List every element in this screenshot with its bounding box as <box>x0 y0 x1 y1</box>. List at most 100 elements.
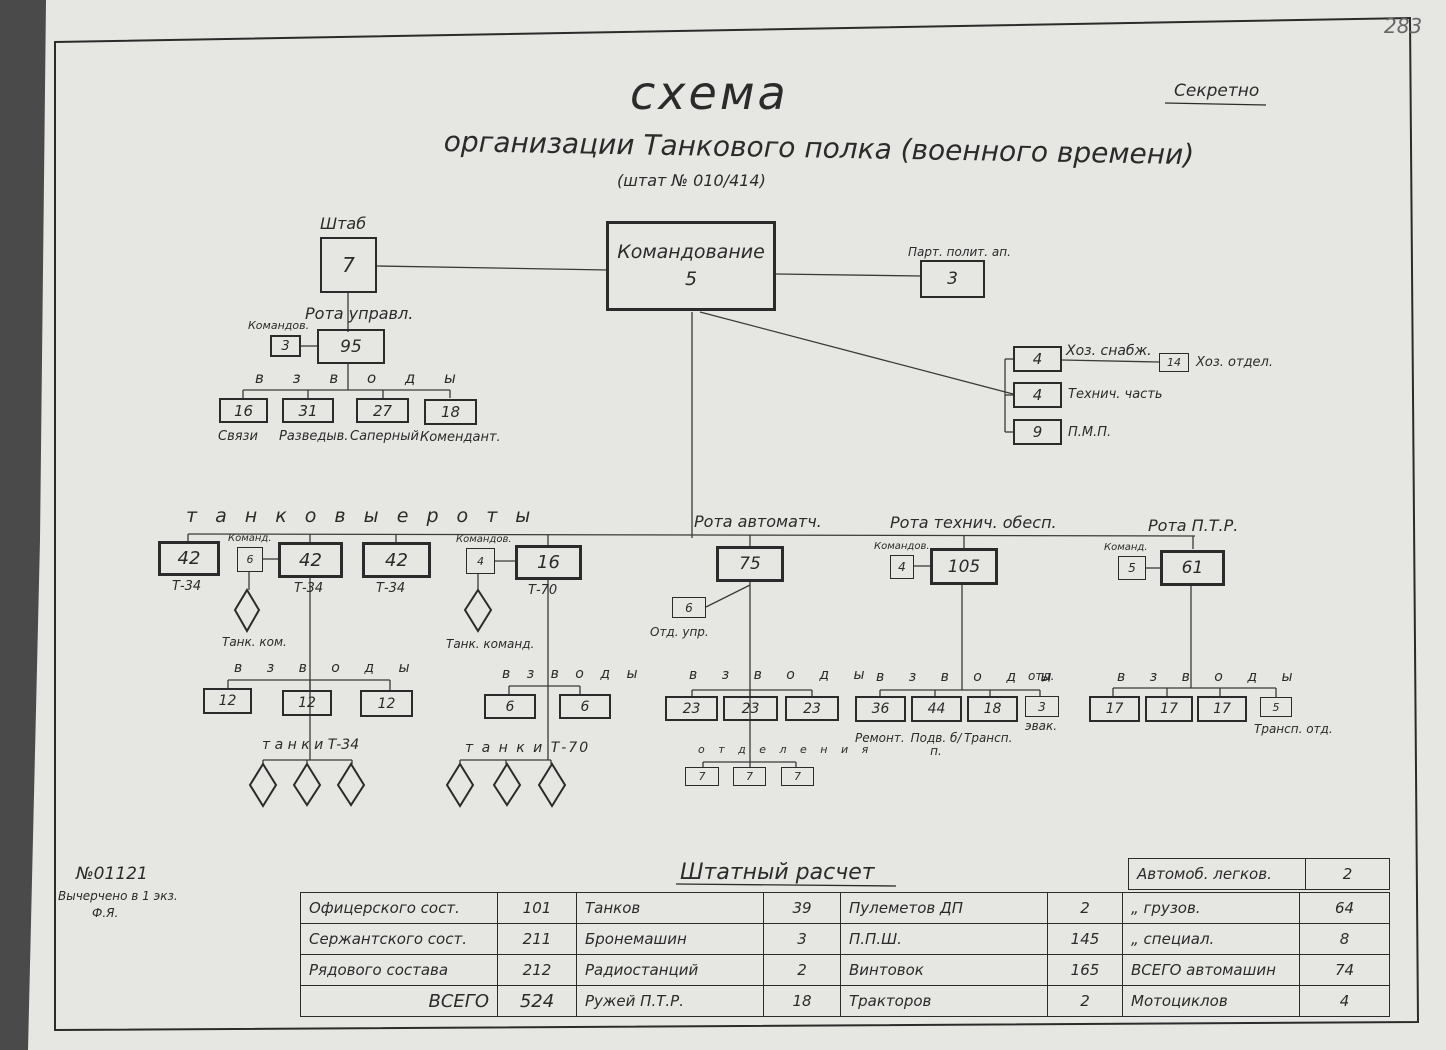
hq-platoon-box: 16 <box>219 398 268 423</box>
table-cell: 18 <box>763 985 841 1017</box>
table-cell: Пулеметов ДП <box>840 892 1048 924</box>
smg-platoon-box: 23 <box>723 696 778 721</box>
at-cmd-box: 5 <box>1118 556 1146 580</box>
party-label: Парт. полит. ап. <box>908 245 1011 259</box>
tank-company-type: Т-34 <box>172 579 202 594</box>
t70-cmd-tank-label: Танк. команд. <box>446 637 535 651</box>
tank-diamond <box>463 588 493 633</box>
t70-platoons-label: в з в о д ы <box>502 666 644 682</box>
t34-platoon-box: 12 <box>282 690 332 716</box>
table-cell: Сержантского сост. <box>300 923 498 955</box>
smg-platoon-box: 23 <box>665 696 718 721</box>
table-cell: 74 <box>1299 954 1390 986</box>
smg-squad-box: 7 <box>685 767 719 786</box>
staff-label: Штаб <box>320 214 367 233</box>
t34-platoon-box: 12 <box>360 690 413 717</box>
tank-diamond <box>492 762 522 807</box>
hq-platoon-label: Разведыв. <box>279 429 349 444</box>
smg-company-box: 75 <box>716 546 784 582</box>
tech-cmd-box: 4 <box>890 555 914 579</box>
tech-cmd-label: Командов. <box>874 541 930 552</box>
table-cell: Бронемашин <box>576 923 764 955</box>
tank-diamond <box>336 762 366 807</box>
t70-platoon-box: 6 <box>559 694 611 719</box>
table-cell: Ружей П.Т.Р. <box>576 985 764 1017</box>
t70-platoon-box: 6 <box>484 694 536 719</box>
table-row: Сержантского сост. 211 Бронемашин 3 П.П.… <box>300 923 1390 955</box>
staffing-table: Офицерского сост. 101 Танков 39 Пулемето… <box>300 892 1390 1017</box>
tech-sub-label: Ремонт. <box>855 731 905 745</box>
at-platoons-label: в з в о д ы <box>1117 669 1303 685</box>
tank-company-type: Т-34 <box>294 581 324 596</box>
at-trans-box: 5 <box>1260 697 1292 717</box>
hq-cmd-label: Командов. <box>248 319 310 332</box>
command-box: Командование 5 <box>606 221 776 311</box>
hq-platoons-label: в з в о д ы <box>255 369 468 387</box>
table-cell: Офицерского сост. <box>300 892 498 924</box>
command-value: 5 <box>684 268 698 290</box>
tank-cmd-tank-label: Танк. ком. <box>222 635 287 649</box>
t70-cmd-label: Командов. <box>456 534 512 545</box>
tech-platoon-box: 3 <box>1025 696 1059 717</box>
table-cell: 165 <box>1047 954 1123 986</box>
table-row: Рядового состава 212 Радиостанций 2 Винт… <box>300 954 1390 986</box>
table-cell: 2 <box>1047 985 1123 1017</box>
page-number: 283 <box>1384 14 1423 38</box>
hq-cmd-box: 3 <box>270 335 301 357</box>
table-cell: 2 <box>1305 858 1390 890</box>
party-box: 3 <box>920 260 985 298</box>
service-label: Хоз. снабж. <box>1066 343 1152 359</box>
table-cell: „ грузов. <box>1122 892 1300 924</box>
service-label: Технич. часть <box>1068 387 1163 402</box>
table-cell: 64 <box>1299 892 1390 924</box>
table-cell: 3 <box>763 923 841 955</box>
table-cell: Тракторов <box>840 985 1048 1017</box>
tank-company-box: 42 <box>158 541 220 576</box>
tank-diamond <box>445 762 475 808</box>
archive-note: Вычерчено в 1 экз. <box>58 889 178 903</box>
tank-cmd-box: 6 <box>237 547 263 572</box>
table-cell: 8 <box>1299 923 1390 955</box>
t34-platoon-box: 12 <box>203 688 252 714</box>
smg-squads-label: о т д е л е н и я <box>698 743 874 756</box>
table-row: Офицерского сост. 101 Танков 39 Пулемето… <box>300 892 1390 924</box>
tank-company-box: 42 <box>362 542 431 578</box>
tank-company-type: Т-34 <box>376 581 406 596</box>
supply-unit-box: 14 <box>1159 353 1189 372</box>
smg-platoons-label: в з в о д ы <box>689 667 875 683</box>
tech-sub-label: Трансп. <box>964 731 1013 745</box>
page-title: схема <box>630 66 789 120</box>
smg-company-label: Рота автоматч. <box>694 512 822 531</box>
at-platoon-box: 17 <box>1145 696 1193 722</box>
t70-tanks-label: т а н к и Т-70 <box>465 740 591 756</box>
service-label: П.М.П. <box>1068 425 1112 440</box>
at-platoon-box: 17 <box>1089 696 1140 722</box>
hq-platoon-box: 18 <box>424 399 477 425</box>
archive-initials: Ф.Я. <box>92 906 119 920</box>
at-trans-label: Трансп. отд. <box>1254 722 1333 736</box>
hq-platoon-box: 31 <box>282 398 334 423</box>
table-cell: 2 <box>763 954 841 986</box>
table-cell: 212 <box>497 954 577 986</box>
tank-diamond <box>537 762 567 808</box>
hq-company-label: Рота управл. <box>305 304 414 323</box>
at-cmd-label: Команд. <box>1104 542 1148 553</box>
table-row: ВСЕГО 524 Ружей П.Т.Р. 18 Тракторов 2 Мо… <box>300 985 1390 1017</box>
smg-platoon-box: 23 <box>785 696 839 721</box>
table-cell: 524 <box>497 985 577 1017</box>
staff-box: 7 <box>320 237 377 293</box>
tech-platoon-box: 44 <box>911 696 962 722</box>
tech-sub-label: Подв. б/п. <box>910 731 962 759</box>
table-cell: 101 <box>497 892 577 924</box>
tank-diamond <box>248 762 278 808</box>
table-cell: Рядового состава <box>300 954 498 986</box>
hq-platoon-label: Комендант. <box>420 430 501 445</box>
table-cell: 4 <box>1299 985 1390 1017</box>
tech-platoons-label: в з в о д ы <box>876 669 1062 685</box>
service-box: 9 <box>1013 419 1062 445</box>
table-cell: Радиостанций <box>576 954 764 986</box>
tank-company-box: 42 <box>278 542 343 578</box>
state-label: (штат № 010/414) <box>617 171 766 190</box>
table-cell: 211 <box>497 923 577 955</box>
